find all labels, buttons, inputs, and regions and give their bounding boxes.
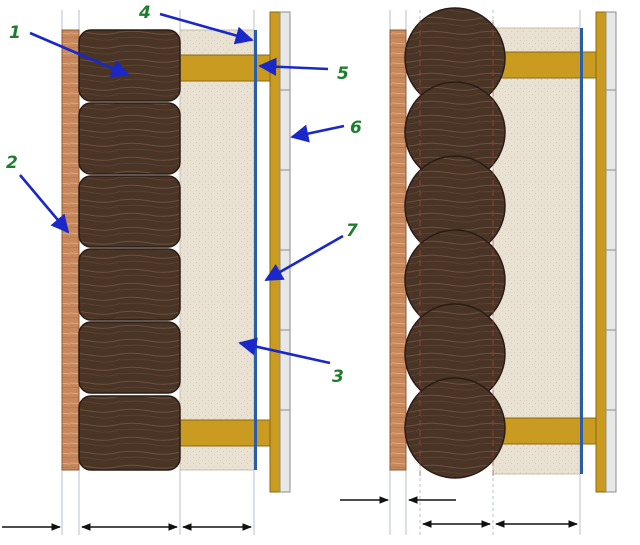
beam-3	[78, 175, 181, 248]
callout-arrow-5	[258, 57, 329, 76]
callout-label-4: 4	[138, 3, 151, 23]
right-batten-top	[499, 51, 599, 79]
beam-5	[78, 321, 181, 394]
right-siding	[605, 11, 617, 493]
right-siding-joints	[606, 89, 616, 411]
callout-label-6: 6	[350, 118, 362, 138]
callout-arrow-3	[238, 337, 331, 365]
left-beams	[78, 29, 181, 471]
callout-arrows	[19, 12, 345, 365]
right-dimension-arrows	[340, 496, 578, 528]
callout-arrow-1	[29, 31, 130, 77]
callout-arrow-4	[159, 12, 254, 45]
right-logs	[404, 7, 506, 479]
left-inner-board	[61, 29, 80, 471]
callout-arrow-7	[264, 234, 344, 282]
beam-4	[78, 248, 181, 321]
callout-label-5: 5	[337, 64, 349, 84]
left-wall-section	[2, 10, 291, 535]
beam-1	[78, 29, 181, 102]
left-batten-top	[179, 54, 273, 82]
callout-label-3: 3	[332, 367, 344, 387]
callout-arrow-6	[290, 124, 345, 143]
callout-label-7: 7	[346, 221, 358, 241]
right-membrane	[580, 28, 583, 474]
right-log-guides	[419, 20, 494, 480]
right-vertical-batten	[595, 11, 607, 493]
beam-2	[78, 102, 181, 175]
left-siding	[279, 11, 291, 493]
right-wall-section	[340, 7, 617, 535]
callout-label-2: 2	[6, 153, 18, 173]
callout-arrow-2	[19, 174, 70, 234]
left-membrane	[254, 30, 257, 470]
callout-label-1: 1	[9, 23, 21, 43]
callout-labels: 1 2 3 4 5 6 7	[6, 3, 362, 387]
left-batten-bottom	[179, 419, 273, 447]
right-insulation	[492, 27, 581, 475]
right-batten-bottom	[499, 417, 599, 445]
left-siding-joints	[280, 89, 290, 411]
beam-6	[78, 395, 181, 471]
left-vertical-batten	[269, 11, 281, 493]
right-inner-board	[389, 29, 407, 471]
log-6	[404, 377, 506, 479]
left-insulation	[179, 29, 255, 471]
